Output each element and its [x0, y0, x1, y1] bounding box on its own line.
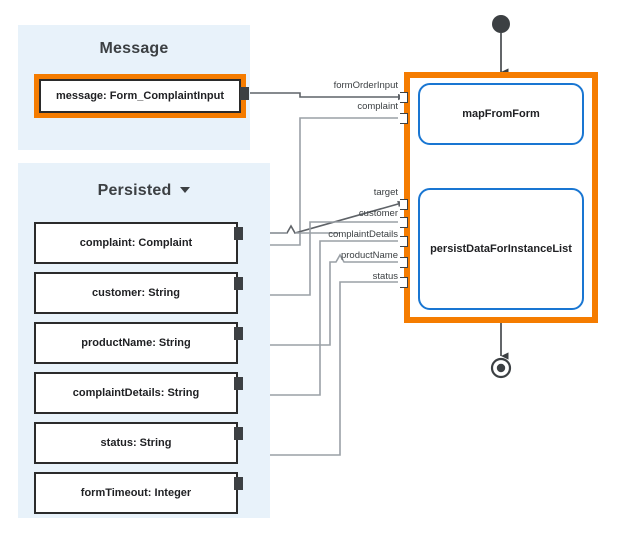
flow-node-map-from-form[interactable]: mapFromForm — [418, 83, 584, 145]
port-target[interactable] — [400, 199, 408, 210]
variable-output-port[interactable] — [234, 377, 243, 390]
port-label-complaint: complaint — [357, 101, 398, 112]
variable-label: complaint: Complaint — [79, 237, 193, 249]
port-label-product-name: productName — [340, 250, 398, 261]
port-complaint[interactable] — [400, 113, 408, 124]
variable-label: productName: String — [81, 337, 191, 349]
persisted-title-text: Persisted — [97, 182, 172, 199]
chevron-down-icon[interactable] — [180, 186, 191, 193]
port-label-complaint-details: complaintDetails — [328, 229, 398, 240]
variable-output-port[interactable] — [234, 477, 243, 490]
list-item[interactable]: status: String — [34, 422, 238, 464]
list-item[interactable]: formTimeout: Integer — [34, 472, 238, 514]
message-output-port[interactable] — [240, 87, 249, 100]
variable-output-port[interactable] — [234, 427, 243, 440]
flow-node-persist-data-for-instance-list[interactable]: persistDataForInstanceList — [418, 188, 584, 310]
list-item[interactable]: productName: String — [34, 322, 238, 364]
list-item[interactable]: complaintDetails: String — [34, 372, 238, 414]
variable-label: formTimeout: Integer — [80, 487, 192, 499]
port-product-name[interactable] — [400, 257, 408, 268]
persisted-panel-title: Persisted — [18, 182, 270, 200]
port-label-form-order-input: formOrderInput — [333, 80, 398, 91]
port-label-customer: customer — [358, 208, 398, 219]
flow-node-label: mapFromForm — [462, 108, 540, 120]
variable-label: complaintDetails: String — [72, 387, 200, 399]
flow-node-label: persistDataForInstanceList — [430, 243, 572, 255]
list-item[interactable]: customer: String — [34, 272, 238, 314]
port-label-status: status — [372, 271, 398, 282]
port-form-order-input[interactable] — [400, 92, 408, 103]
port-complaint-details[interactable] — [400, 236, 408, 247]
variable-output-port[interactable] — [234, 227, 243, 240]
variable-label: customer: String — [91, 287, 180, 299]
port-status[interactable] — [400, 277, 408, 288]
list-item[interactable]: complaint: Complaint — [34, 222, 238, 264]
port-label-target: target — [373, 187, 398, 198]
port-customer[interactable] — [400, 217, 408, 228]
start-event-icon — [492, 15, 510, 33]
variable-output-port[interactable] — [234, 327, 243, 340]
variable-label: status: String — [100, 437, 172, 449]
message-panel-title: Message — [99, 40, 169, 57]
message-variable-box[interactable]: message: Form_ComplaintInput — [34, 74, 246, 118]
message-variable-label: message: Form_ComplaintInput — [39, 79, 241, 113]
variable-output-port[interactable] — [234, 277, 243, 290]
